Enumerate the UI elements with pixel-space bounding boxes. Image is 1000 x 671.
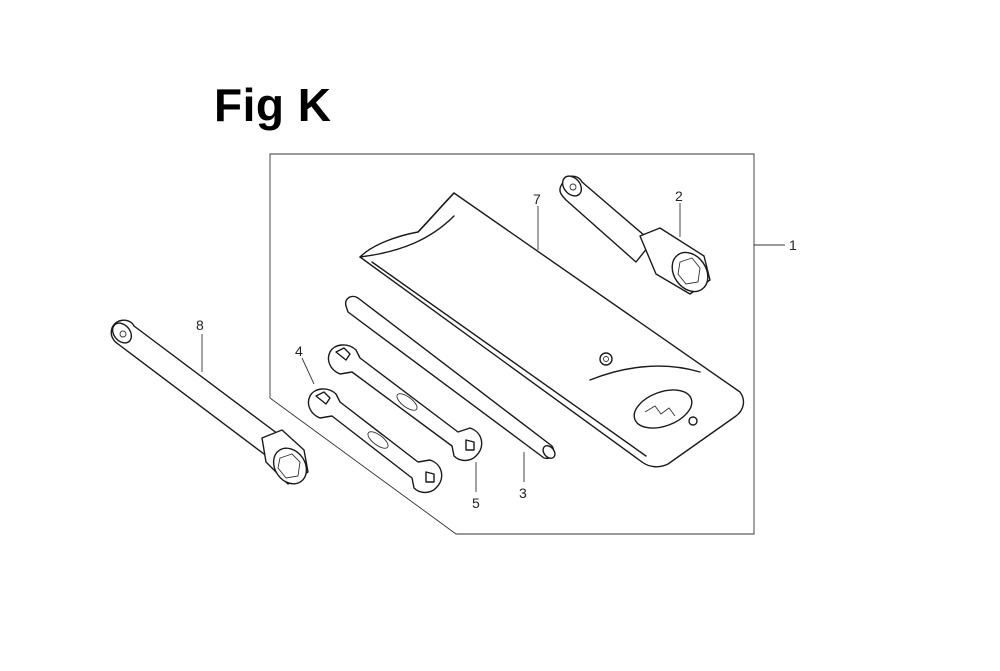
figure-title: Fig K [214,79,332,131]
callout-2: 2 [675,188,683,204]
open-end-wrench-upper [327,344,483,492]
callout-5: 5 [472,495,480,511]
box-wrench-upper [559,175,711,295]
callout-7: 7 [533,191,541,207]
open-end-wrench-lower [301,357,443,494]
callout-4: 4 [295,343,303,359]
callout-8: 8 [196,317,204,333]
callout-3: 3 [519,485,527,501]
handle-bar [344,295,556,482]
assembly-outline [269,153,785,535]
callout-1: 1 [789,237,797,253]
box-wrench-loose [110,319,309,485]
tool-bag [359,192,745,468]
